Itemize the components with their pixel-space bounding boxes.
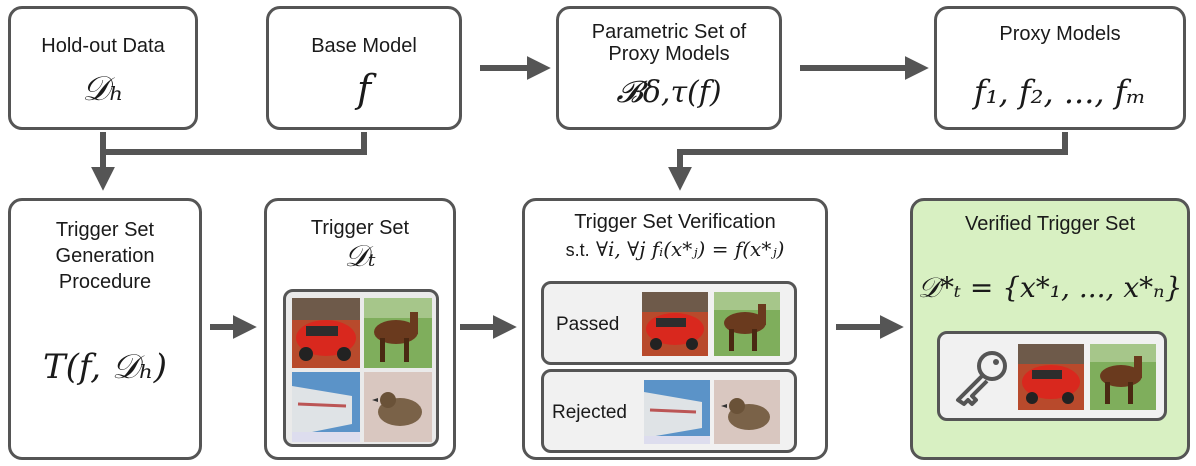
generation-label-line1: Trigger Set [55, 219, 155, 241]
truck-image [292, 372, 360, 442]
verified-trigger-set-math: 𝒟*ₜ = {x*₁, ..., x*ₙ} [917, 271, 1183, 304]
arrow-inputs-to-generation [91, 132, 367, 191]
base-model-box: Base Model f [266, 6, 462, 130]
base-model-label: Base Model [311, 35, 417, 57]
verified-trigger-set-label: Verified Trigger Set [964, 213, 1136, 235]
trigger-set-image-grid [283, 289, 439, 447]
generation-math: T(f, 𝒟ₕ) [42, 347, 168, 387]
holdout-data-math: 𝒟ₕ [82, 69, 124, 109]
parametric-set-label-line1: Parametric Set of [591, 21, 747, 43]
parametric-set-label-line2: Proxy Models [608, 43, 730, 65]
trigger-set-box: Trigger Set 𝒟ₜ [264, 198, 456, 460]
passed-panel: Passed [541, 281, 797, 365]
verification-condition-text: ∀i, ∀j fᵢ(x*ⱼ) = f(x*ⱼ) [595, 237, 785, 261]
generation-label-line3: Procedure [58, 271, 152, 293]
passed-car-image [642, 292, 708, 356]
verification-condition: s.t. ∀i, ∀j fᵢ(x*ⱼ) = f(x*ⱼ) [525, 237, 825, 261]
car-image [292, 298, 360, 368]
trigger-set-label: Trigger Set [310, 217, 410, 239]
bird-image [364, 372, 432, 442]
rejected-bird-image [714, 380, 780, 444]
verified-horse-image [1090, 344, 1156, 410]
key-icon [950, 346, 1012, 408]
passed-horse-image [714, 292, 780, 356]
verification-st: s.t. [565, 240, 590, 260]
parametric-set-math: 𝓑δ,τ(f) [616, 75, 722, 110]
rejected-panel: Rejected [541, 369, 797, 453]
proxy-models-box: Proxy Models f₁, f₂, ..., fₘ [934, 6, 1186, 130]
rejected-truck-image [644, 380, 710, 444]
passed-label: Passed [556, 314, 620, 335]
holdout-data-box: Hold-out Data 𝒟ₕ [8, 6, 198, 130]
rejected-label: Rejected [552, 402, 627, 423]
generation-procedure-box: Trigger Set Generation Procedure T(f, 𝒟ₕ… [8, 198, 202, 460]
verified-panel [937, 331, 1167, 421]
verification-label: Trigger Set Verification [574, 211, 776, 233]
verified-car-image [1018, 344, 1084, 410]
parametric-set-box: Parametric Set of Proxy Models 𝓑δ,τ(f) [556, 6, 782, 130]
holdout-data-label: Hold-out Data [41, 35, 165, 57]
base-model-math: f [356, 67, 372, 111]
horse-image [364, 298, 432, 368]
generation-label-line2: Generation [55, 245, 155, 267]
arrow-proxy-to-verification [668, 132, 1068, 191]
verification-box: Trigger Set Verification s.t. ∀i, ∀j fᵢ(… [522, 198, 828, 460]
verified-trigger-set-box: Verified Trigger Set 𝒟*ₜ = {x*₁, ..., x*… [910, 198, 1190, 460]
proxy-models-label: Proxy Models [999, 23, 1121, 45]
trigger-set-math: 𝒟ₜ [344, 239, 376, 274]
proxy-models-math: f₁, f₂, ..., fₘ [973, 73, 1147, 111]
